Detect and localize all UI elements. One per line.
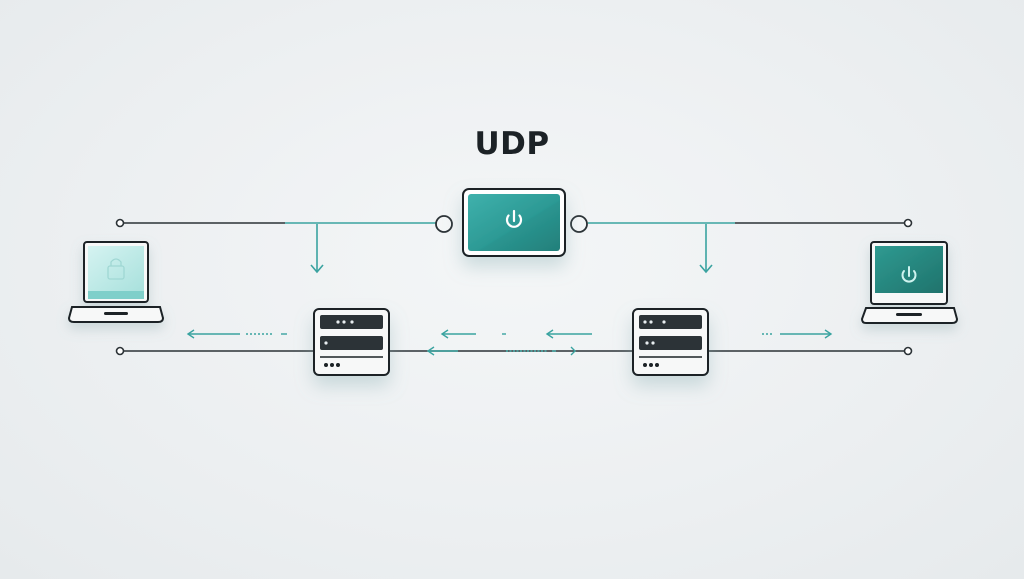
arrow-right-icon — [506, 346, 576, 356]
laptop-left — [67, 241, 165, 323]
router-device — [462, 188, 566, 257]
router-port-left — [435, 215, 453, 233]
server-icon — [639, 315, 702, 367]
arrow-left-icon — [440, 329, 506, 339]
endpoint-dot — [903, 218, 913, 228]
lock-icon — [107, 258, 125, 280]
endpoint-dot — [115, 218, 125, 228]
drop-arrows — [310, 224, 713, 274]
packet-arrows — [186, 329, 833, 356]
arrow-left-icon — [545, 329, 592, 339]
server-icon — [320, 315, 383, 367]
down-arrow-right-icon — [699, 224, 713, 274]
arrow-right-icon — [762, 329, 833, 339]
connection-lines — [115, 215, 913, 356]
power-icon — [505, 209, 523, 228]
endpoint-dot — [115, 346, 125, 356]
router-port-right — [570, 215, 588, 233]
power-icon — [901, 266, 917, 283]
down-arrow-left-icon — [310, 224, 324, 274]
arrow-left-icon — [426, 346, 458, 356]
endpoint-dot — [903, 346, 913, 356]
arrow-left-icon — [186, 329, 287, 339]
diagram-title: UDP — [474, 126, 550, 162]
